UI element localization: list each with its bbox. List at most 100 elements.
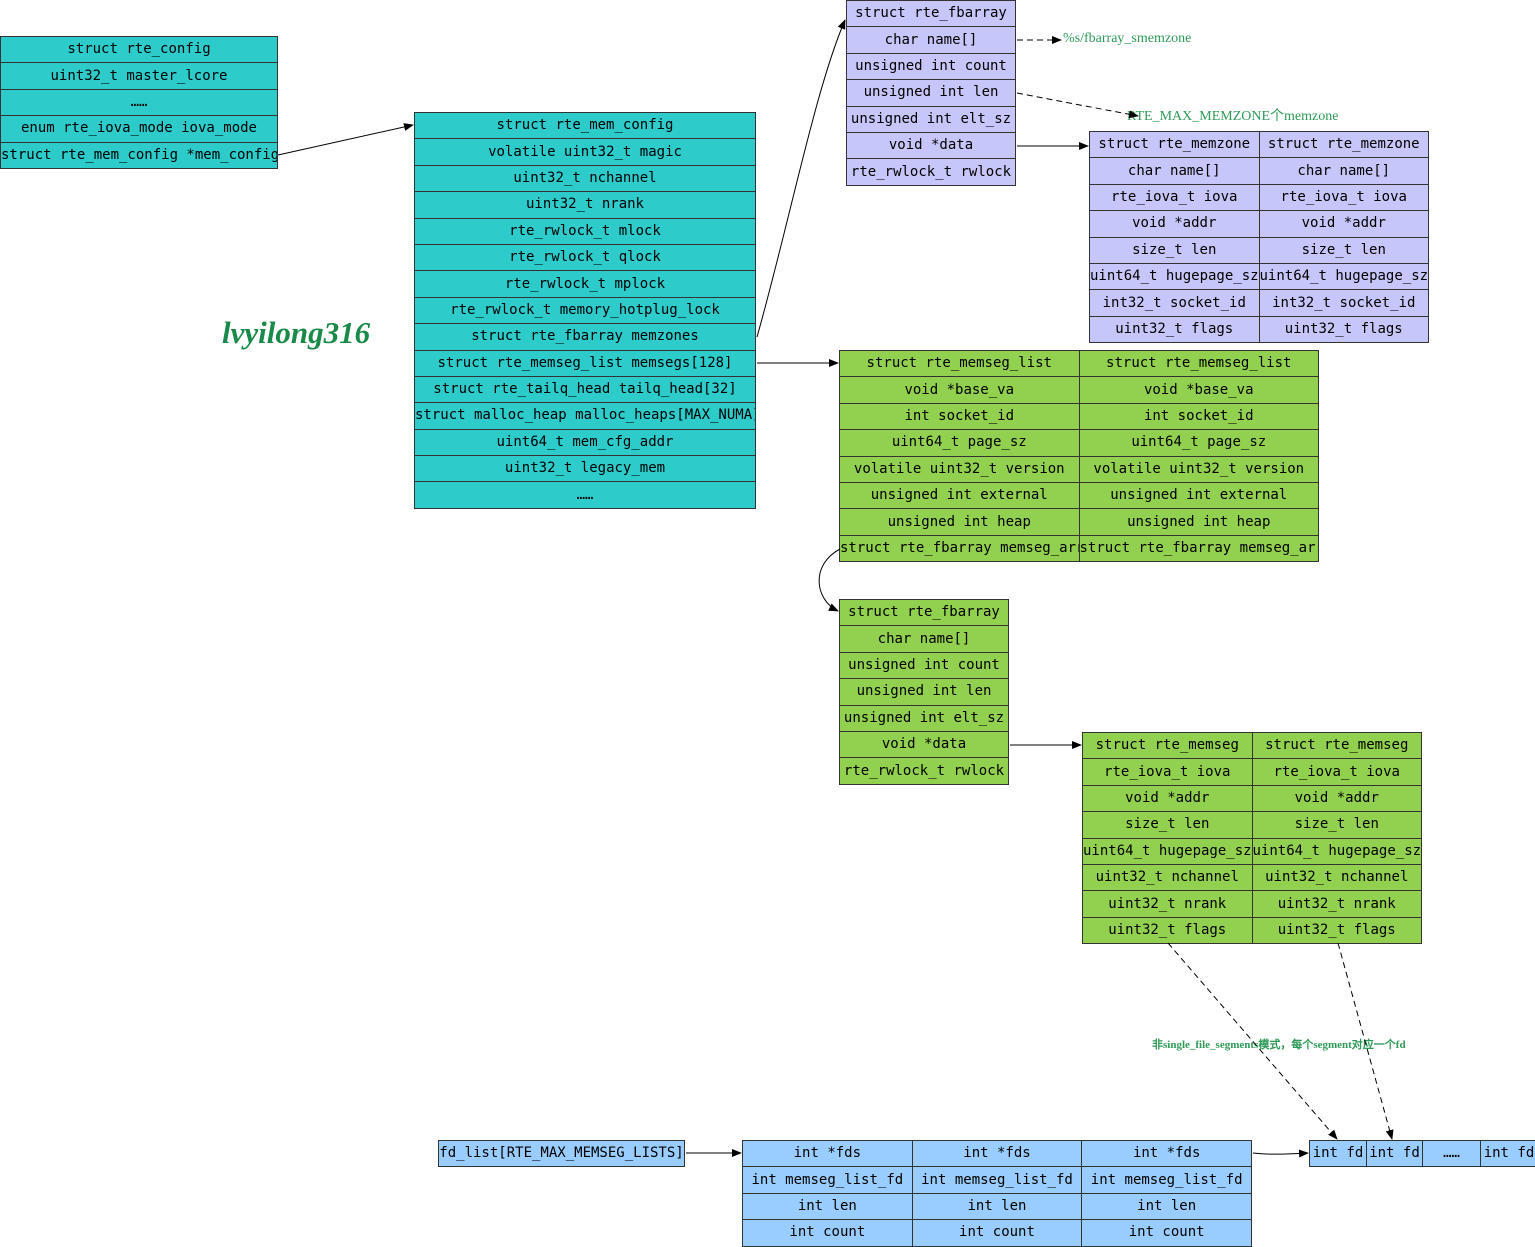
fd-entry-field: int count bbox=[742, 1219, 913, 1247]
mem-config-field: rte_rwlock_t memory_hotplug_lock bbox=[414, 296, 756, 325]
fbarray-memzones-table: struct rte_fbarray char name[] unsigned … bbox=[846, 0, 1016, 186]
fd-entry-field: int *fds bbox=[911, 1139, 1083, 1168]
rte-config-field: …… bbox=[0, 88, 278, 117]
mem-config-field: rte_rwlock_t qlock bbox=[414, 243, 756, 272]
memzone-field: int32_t socket_id bbox=[1258, 289, 1429, 317]
fd-entry-field: int count bbox=[911, 1219, 1083, 1247]
fd-note: 非single_file_segments模式，每个segment对应一个fd bbox=[1152, 1039, 1406, 1051]
memseg-field: size_t len bbox=[1251, 811, 1422, 839]
memseg-list-field: void *base_va bbox=[839, 376, 1080, 404]
memseg-field: uint32_t nchannel bbox=[1082, 863, 1253, 892]
mem-config-field: struct malloc_heap malloc_heaps[MAX_NUMA… bbox=[414, 402, 756, 430]
fd-entry-field: int memseg_list_fd bbox=[1081, 1166, 1252, 1194]
memseg-list-field: void *base_va bbox=[1078, 376, 1319, 404]
memseg-list-field: volatile uint32_t version bbox=[839, 455, 1080, 483]
memseg-list-field: int socket_id bbox=[1078, 402, 1319, 431]
fd-entry-field: int *fds bbox=[1081, 1139, 1252, 1168]
mem-config-field: uint32_t legacy_mem bbox=[414, 455, 756, 483]
fbarray-field: unsigned int elt_sz bbox=[839, 704, 1009, 732]
memseg-list-field: uint64_t page_sz bbox=[839, 429, 1080, 457]
rte-config-field: struct rte_config bbox=[0, 35, 278, 64]
memzones-arrow bbox=[756, 19, 846, 338]
mem-config-field: uint64_t mem_cfg_addr bbox=[414, 428, 756, 457]
memseg-list-field: uint64_t page_sz bbox=[1078, 429, 1319, 457]
mem-config-field: …… bbox=[414, 481, 756, 509]
fd-entry-field: int *fds bbox=[742, 1139, 913, 1168]
fbarray-field: char name[] bbox=[839, 625, 1009, 653]
mem-config-field: volatile uint32_t magic bbox=[414, 138, 756, 166]
memzone-field: char name[] bbox=[1089, 157, 1260, 185]
memseg-list-field: struct rte_fbarray memseg_arr bbox=[1078, 534, 1319, 563]
memseg-arr-curve-arrow bbox=[818, 548, 841, 612]
mem-config-field: struct rte_tailq_head tailq_head[32] bbox=[414, 375, 756, 404]
fd-entry-field: int memseg_list_fd bbox=[911, 1166, 1083, 1194]
fbarray-field: rte_rwlock_t rwlock bbox=[839, 757, 1009, 785]
memzone-field: size_t len bbox=[1258, 236, 1429, 264]
fd-entry-field: int count bbox=[1081, 1219, 1252, 1247]
fbarray-field: unsigned int len bbox=[839, 678, 1009, 706]
fd-list-label: fd_list[RTE_MAX_MEMSEG_LISTS] bbox=[438, 1139, 685, 1168]
memseg-field: rte_iova_t iova bbox=[1082, 758, 1253, 786]
memzone-field: void *addr bbox=[1089, 210, 1260, 238]
memseg-field: uint64_t hugepage_sz bbox=[1251, 837, 1422, 865]
fd-array-table: int fd int fd …… int fd bbox=[1309, 1139, 1535, 1168]
memzone-field: uint32_t flags bbox=[1089, 315, 1260, 344]
mem-config-field: rte_rwlock_t mplock bbox=[414, 270, 756, 298]
fd-cell: int fd bbox=[1480, 1139, 1535, 1168]
fds-to-fd-array-arrow bbox=[1252, 1149, 1309, 1158]
fbarray-field: char name[] bbox=[846, 26, 1016, 54]
memzone-field: struct rte_memzone bbox=[1258, 130, 1429, 159]
memseg-list-field: struct rte_fbarray memseg_arr bbox=[839, 534, 1080, 563]
memseg-field: void *addr bbox=[1251, 784, 1422, 813]
memseg-field: uint32_t nrank bbox=[1082, 890, 1253, 918]
fd-cell: int fd bbox=[1309, 1139, 1367, 1168]
fbarray-field: unsigned int elt_sz bbox=[846, 105, 1016, 133]
memseg-field: void *addr bbox=[1082, 784, 1253, 813]
memseg-field: struct rte_memseg bbox=[1082, 731, 1253, 760]
memseg-list-field: unsigned int external bbox=[839, 481, 1080, 510]
memseg-list-field: int socket_id bbox=[839, 402, 1080, 431]
smemzone-note: %s/fbarray_smemzone bbox=[1063, 31, 1192, 46]
rte-config-field: enum rte_iova_mode iova_mode bbox=[0, 115, 278, 143]
rte-config-field: uint32_t master_lcore bbox=[0, 62, 278, 90]
rte-mem-config-table: struct rte_mem_config volatile uint32_t … bbox=[414, 111, 756, 509]
memseg-field: uint64_t hugepage_sz bbox=[1082, 837, 1253, 865]
fd-entry-field: int len bbox=[911, 1192, 1083, 1221]
fbarray-memseg-arr-table: struct rte_fbarray char name[] unsigned … bbox=[839, 598, 1009, 785]
fbarray-field: unsigned int len bbox=[846, 79, 1016, 107]
fd-list-table: fd_list[RTE_MAX_MEMSEG_LISTS] bbox=[438, 1139, 685, 1168]
memseg-field: uint32_t flags bbox=[1082, 916, 1253, 945]
fbarray-field: struct rte_fbarray bbox=[839, 598, 1009, 627]
mem-config-field: struct rte_fbarray memzones bbox=[414, 323, 756, 351]
max-memzone-dashed-arrow bbox=[1016, 92, 1139, 119]
mem-config-field: uint32_t nchannel bbox=[414, 164, 756, 193]
memzone-field: char name[] bbox=[1258, 157, 1429, 185]
rte-config-table: struct rte_config uint32_t master_lcore … bbox=[0, 35, 278, 169]
fbarray-field: unsigned int count bbox=[839, 651, 1009, 680]
memzone-field: rte_iova_t iova bbox=[1089, 183, 1260, 212]
fbarray-field: struct rte_fbarray bbox=[846, 0, 1016, 28]
memzone-field: void *addr bbox=[1258, 210, 1429, 238]
memzone-field: size_t len bbox=[1089, 236, 1260, 264]
memseg-list-field: struct rte_memseg_list bbox=[1078, 349, 1319, 378]
memseg-field: uint32_t flags bbox=[1251, 916, 1422, 945]
memseg-list-field: unsigned int external bbox=[1078, 481, 1319, 510]
mem-config-field: rte_rwlock_t mlock bbox=[414, 217, 756, 245]
memseg2-fd-dashed-arrow bbox=[1337, 942, 1394, 1140]
mem-config-field: uint32_t nrank bbox=[414, 191, 756, 219]
fbarray-field: rte_rwlock_t rwlock bbox=[846, 158, 1016, 186]
mem-config-field: struct rte_memseg_list memsegs[128] bbox=[414, 349, 756, 377]
memseg1-fd-dashed-arrow bbox=[1167, 942, 1338, 1140]
memseg-list-field: unsigned int heap bbox=[1078, 508, 1319, 536]
fd-cell: int fd bbox=[1366, 1139, 1423, 1168]
memzone-field: rte_iova_t iova bbox=[1258, 183, 1429, 212]
memseg-list-field: unsigned int heap bbox=[839, 508, 1080, 536]
max-memzone-note: RTE_MAX_MEMZONE个memzone bbox=[1127, 109, 1339, 124]
watermark: lvyilong316 bbox=[222, 315, 371, 350]
mem-config-pointer-arrow bbox=[277, 123, 414, 156]
